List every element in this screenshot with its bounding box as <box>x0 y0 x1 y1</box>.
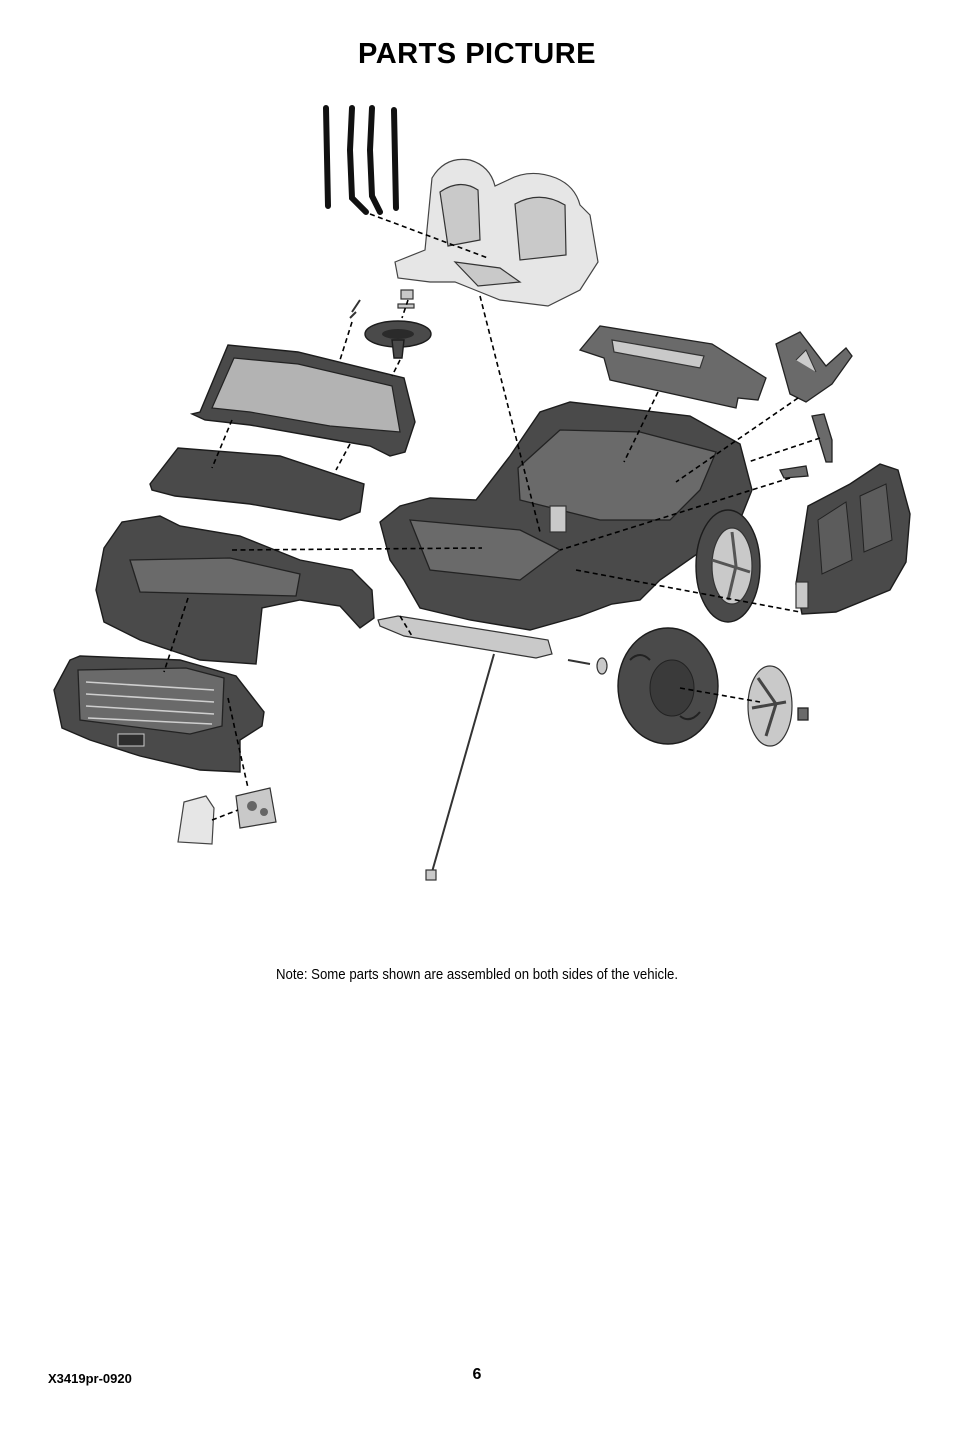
document-code: X3419pr-0920 <box>48 1371 132 1386</box>
windshield <box>189 344 416 457</box>
front-body <box>95 515 375 665</box>
headlight-parts <box>177 787 277 845</box>
front-bumper <box>53 655 265 773</box>
connector-lines <box>163 213 821 821</box>
chassis <box>379 401 753 631</box>
page-number: 6 <box>472 1366 482 1383</box>
seat-belt-straps <box>323 105 399 215</box>
door <box>795 463 911 615</box>
rear-wheel <box>695 509 761 623</box>
hood-panel <box>149 447 365 521</box>
seat <box>394 158 599 307</box>
steering-wheel <box>364 320 432 359</box>
page-title: PARTS PICTURE <box>358 38 596 70</box>
front-wheel <box>617 627 719 745</box>
axle-washers <box>567 657 608 675</box>
small-side-parts <box>779 413 833 479</box>
steering-column-parts <box>349 289 415 319</box>
rear-bracket <box>775 331 853 403</box>
exploded-parts-diagram <box>53 105 911 881</box>
hubcap <box>747 665 809 747</box>
steering-rod <box>377 615 553 881</box>
rear-deck-panel <box>578 325 767 409</box>
note-text: Note: Some parts shown are assembled on … <box>275 966 679 983</box>
